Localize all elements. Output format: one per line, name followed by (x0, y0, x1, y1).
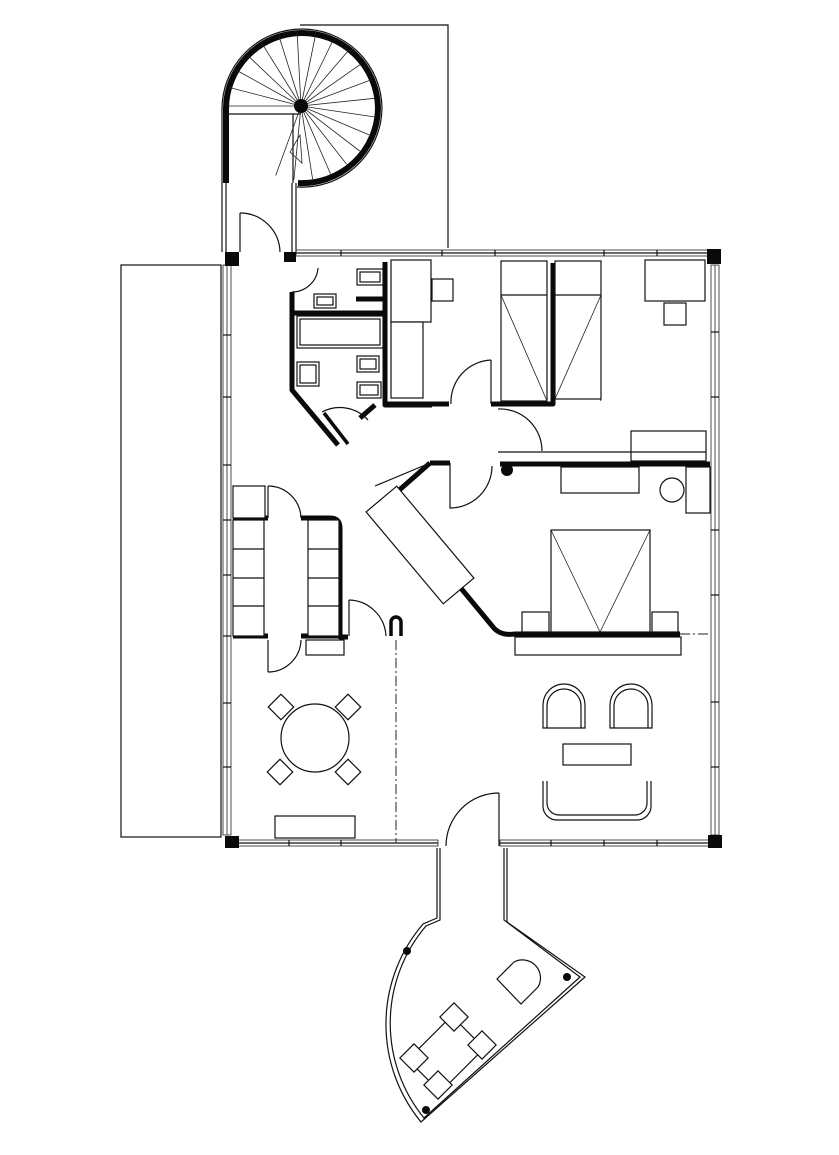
dining-area (266, 693, 362, 839)
stair-newel (294, 99, 308, 113)
exterior-envelope (222, 249, 722, 848)
left-balcony (120, 264, 222, 838)
master-bedroom (365, 460, 711, 656)
curved-terrace (385, 848, 586, 1123)
roof-terrace-outline (300, 24, 449, 248)
kitchen (232, 485, 403, 843)
living-area (445, 683, 653, 847)
spiral-staircase (221, 28, 383, 188)
stair-corridor (221, 183, 297, 253)
bedrooms-north (385, 259, 707, 462)
bathroom-block (289, 262, 432, 447)
